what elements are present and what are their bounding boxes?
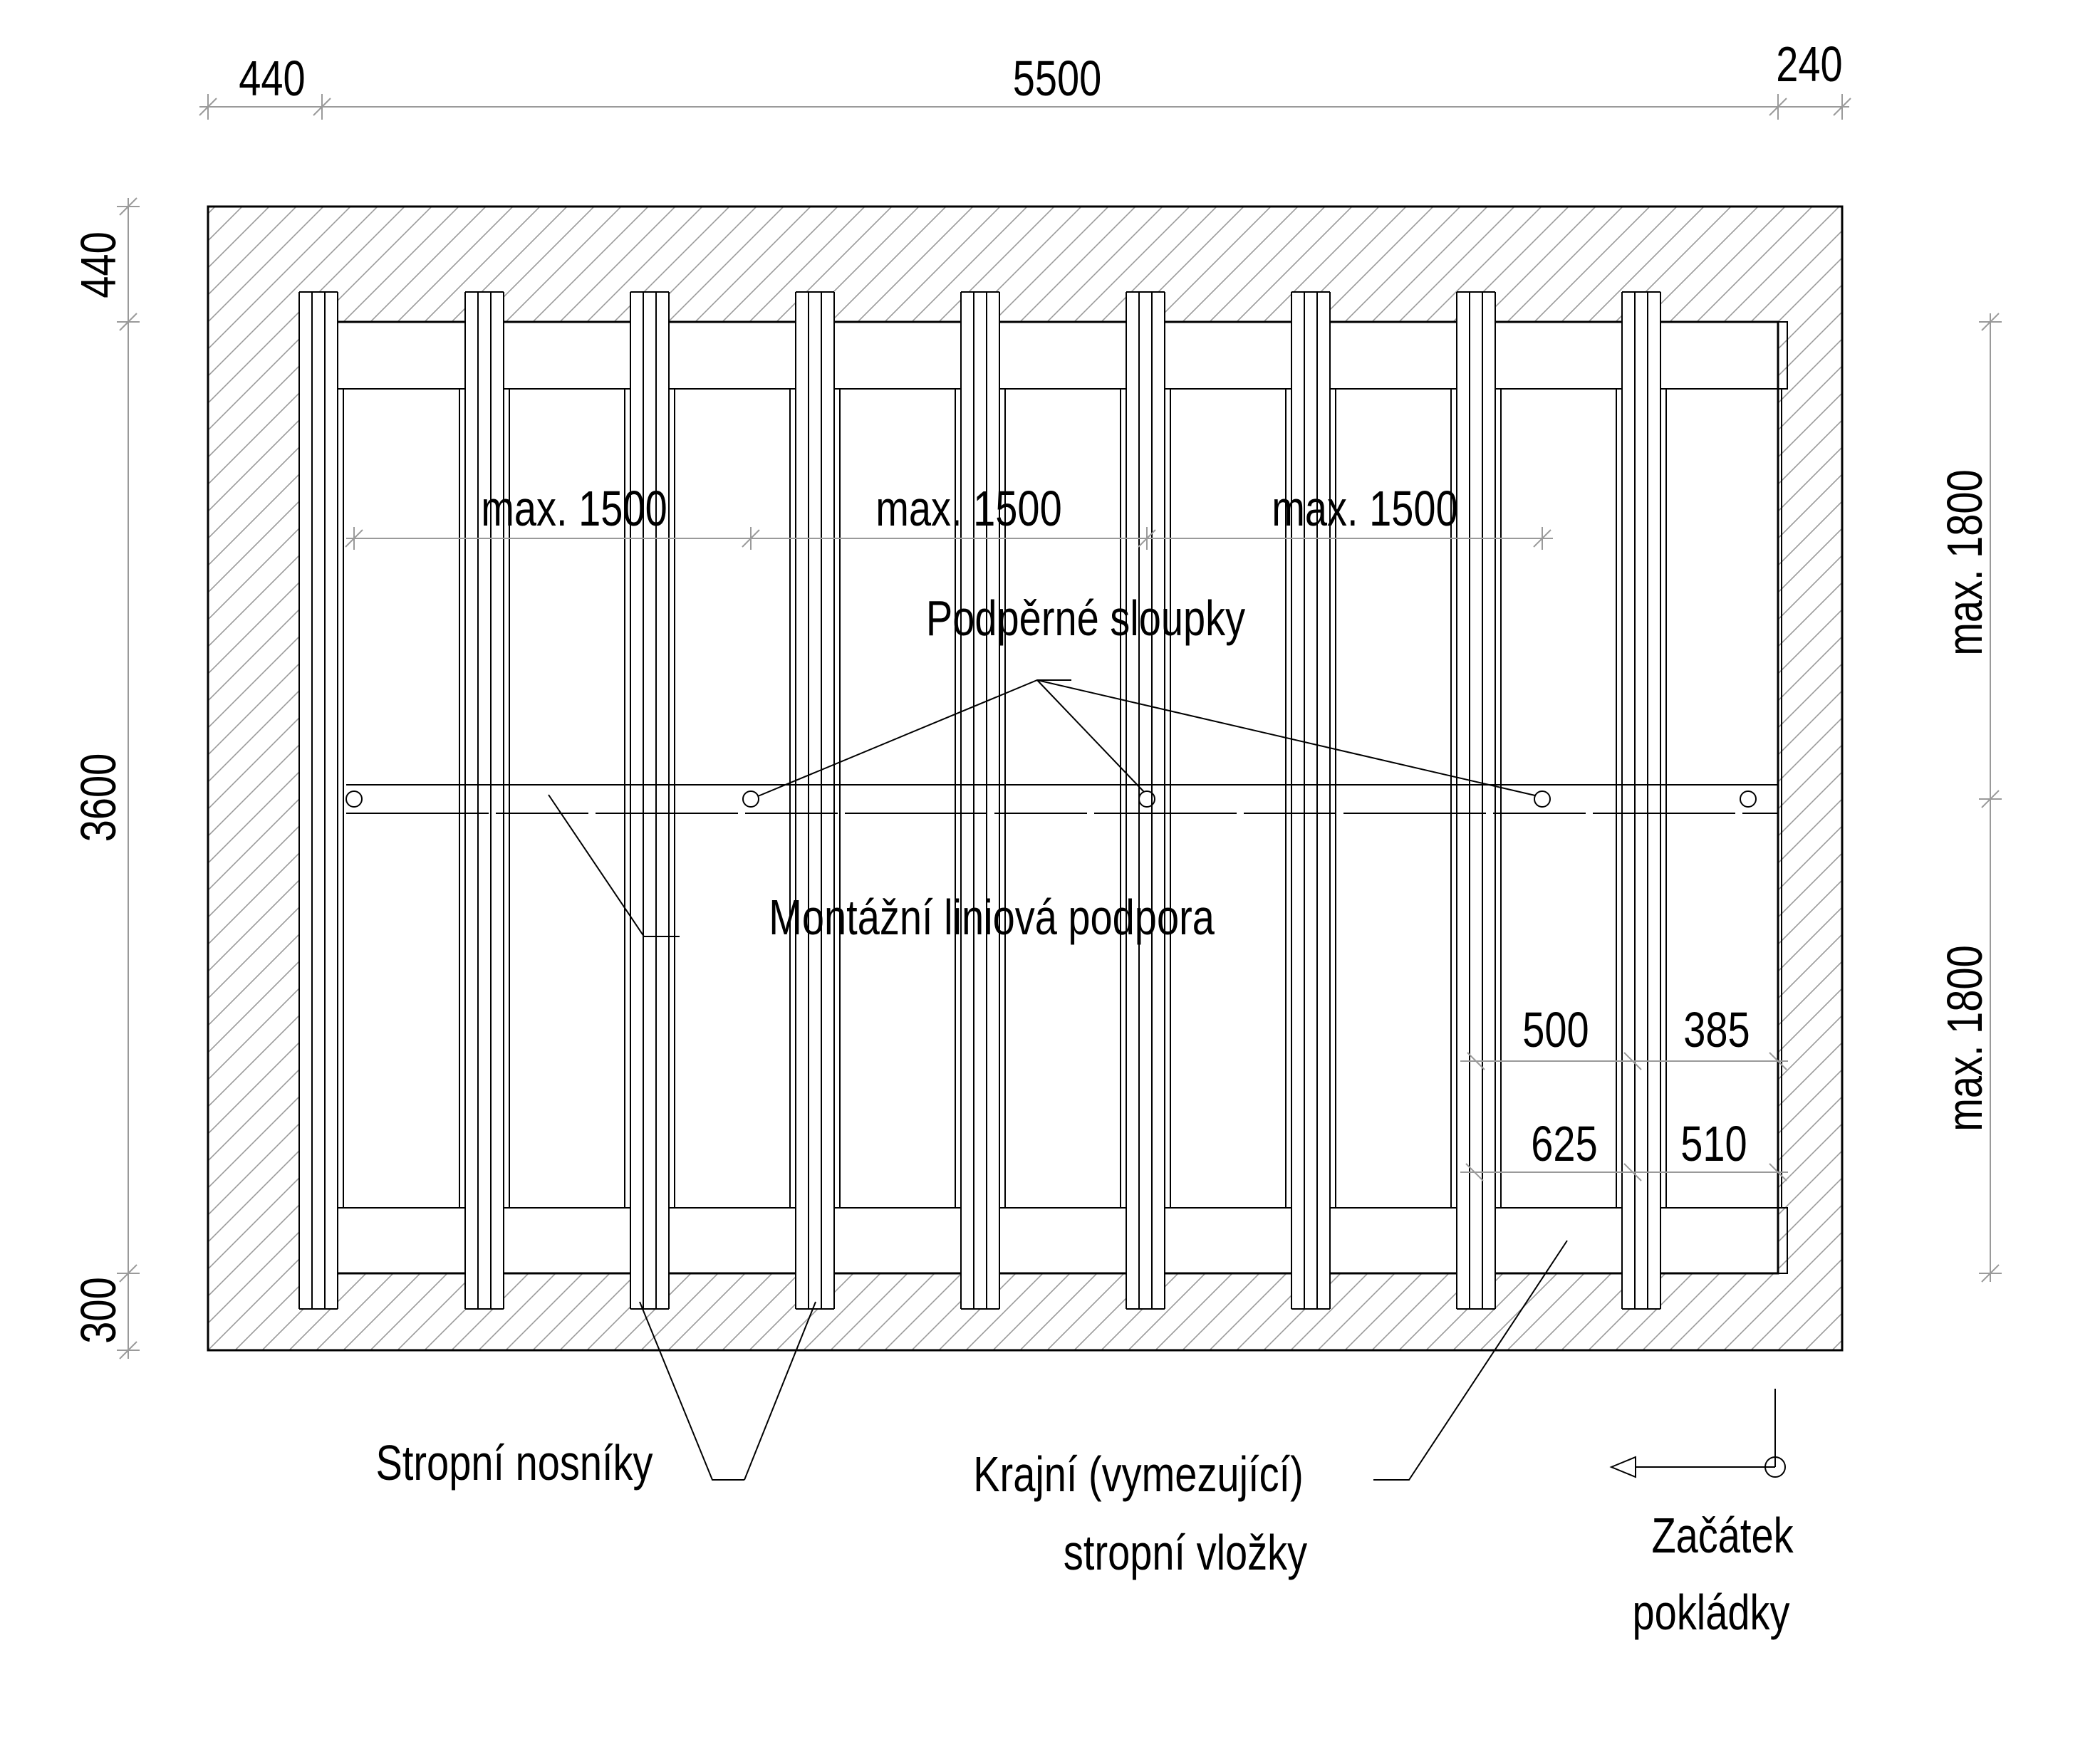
dim-left-top: 440 bbox=[71, 231, 126, 298]
label-edge-inserts-2: stropní vložky bbox=[1064, 1525, 1308, 1580]
beam-7 bbox=[1291, 291, 1331, 1310]
ceiling-beams bbox=[298, 291, 1661, 1310]
beam-6 bbox=[1126, 291, 1165, 1310]
beam-2 bbox=[464, 291, 504, 1310]
label-line-support: Montážní liniová podpora bbox=[769, 890, 1215, 945]
beam-1 bbox=[298, 291, 338, 1310]
dim-right-lower: max. 1800 bbox=[1938, 945, 1992, 1131]
start-marker bbox=[1609, 1389, 1786, 1478]
dim-left-middle: 3600 bbox=[71, 753, 126, 842]
dimension-lines bbox=[117, 94, 2002, 1359]
insert-pair-6 bbox=[1164, 321, 1292, 1274]
prop-2 bbox=[742, 790, 759, 808]
prop-1 bbox=[345, 790, 363, 808]
beam-5 bbox=[960, 291, 1000, 1310]
line-support bbox=[346, 784, 1778, 814]
label-props: Podpěrné sloupky bbox=[926, 591, 1245, 646]
dim-insert-upper-2: 385 bbox=[1683, 1003, 1750, 1058]
insert-pair-2 bbox=[503, 321, 631, 1274]
support-props bbox=[345, 790, 1757, 808]
dim-insert-lower-2: 510 bbox=[1680, 1117, 1747, 1171]
dim-insert-upper-1: 500 bbox=[1522, 1003, 1589, 1058]
insert-pair-3 bbox=[668, 321, 796, 1274]
dim-top-right: 240 bbox=[1776, 37, 1842, 92]
wall-outline bbox=[207, 205, 1844, 1352]
prop-4 bbox=[1534, 790, 1551, 808]
dim-insert-lower-1: 625 bbox=[1531, 1117, 1597, 1171]
dim-span-3: max. 1500 bbox=[1272, 481, 1457, 536]
label-start-1: Začátek bbox=[1651, 1508, 1793, 1563]
beam-8 bbox=[1456, 291, 1496, 1310]
insert-pair-1 bbox=[337, 321, 466, 1274]
insert-pair-5 bbox=[999, 321, 1127, 1274]
leader-lines bbox=[548, 679, 1568, 1481]
beam-4 bbox=[795, 291, 835, 1310]
dim-span-1: max. 1500 bbox=[481, 481, 667, 536]
dim-span-2: max. 1500 bbox=[875, 481, 1061, 536]
dim-left-bottom: 300 bbox=[71, 1277, 126, 1343]
label-start-2: pokládky bbox=[1633, 1585, 1790, 1640]
dim-top-left: 440 bbox=[239, 51, 305, 106]
dim-right-upper: max. 1800 bbox=[1938, 469, 1992, 655]
beam-9 bbox=[1621, 291, 1661, 1310]
prop-3 bbox=[1138, 790, 1155, 808]
label-edge-inserts-1: Krajní (vymezující) bbox=[973, 1447, 1304, 1502]
insert-pair-7 bbox=[1329, 321, 1457, 1274]
prop-5 bbox=[1740, 790, 1757, 808]
beam-3 bbox=[630, 291, 670, 1310]
label-beams: Stropní nosníky bbox=[376, 1436, 653, 1491]
arrow-left-icon bbox=[1609, 1456, 1636, 1478]
insert-pair-4 bbox=[833, 321, 962, 1274]
dim-top-middle: 5500 bbox=[1013, 51, 1102, 106]
